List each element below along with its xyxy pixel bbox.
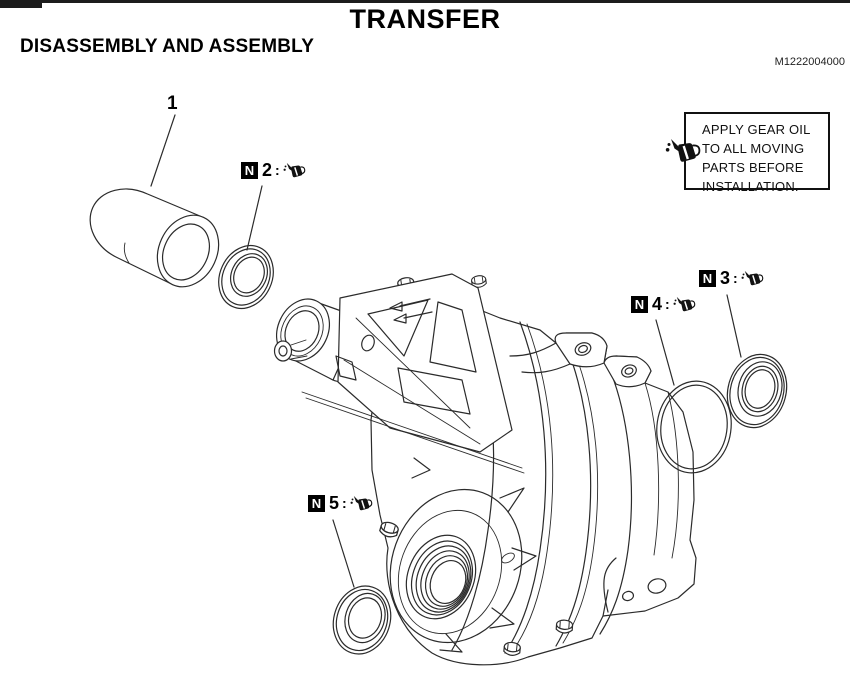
note-line: TO ALL MOVING <box>702 141 805 156</box>
n-badge: N <box>241 162 258 179</box>
section-heading: DISASSEMBLY AND ASSEMBLY <box>20 36 315 57</box>
callout-separator: : <box>275 161 280 178</box>
callout-n3: N 3 : <box>699 268 765 289</box>
page-top-rule-left <box>0 0 42 8</box>
page-top-rule <box>0 0 850 3</box>
note-line: APPLY GEAR OIL <box>702 122 811 137</box>
rear-bracket <box>602 557 667 617</box>
callout-1: 1 <box>167 93 178 115</box>
n-badge: N <box>631 296 648 313</box>
callout-number: 4 <box>652 294 663 314</box>
oil-can-icon <box>741 269 765 288</box>
mounting-lugs <box>509 332 652 388</box>
callout-number: 5 <box>329 493 340 513</box>
oil-seal-n2 <box>218 244 274 310</box>
note-line: INSTALLATION. <box>702 179 799 194</box>
oil-seal-n3 <box>726 353 788 429</box>
page-title: TRANSFER <box>349 4 501 34</box>
leader-lines <box>150 114 742 588</box>
oil-can-icon <box>673 295 697 314</box>
note-box: APPLY GEAR OIL TO ALL MOVING PARTS BEFOR… <box>684 112 830 194</box>
extension-housing <box>273 273 525 474</box>
doc-code: M1222004000 <box>774 56 845 68</box>
callout-n4: N 4 : <box>631 294 697 315</box>
callout-number: 2 <box>262 160 273 180</box>
o-ring-n4 <box>656 380 732 474</box>
note-line: PARTS BEFORE <box>702 160 804 175</box>
oil-can-icon <box>350 494 374 513</box>
callout-separator: : <box>733 269 738 286</box>
callout-number: 3 <box>720 268 731 288</box>
callout-separator: : <box>665 295 670 312</box>
oil-can-icon <box>283 161 307 180</box>
callout-n5: N 5 : <box>308 493 374 514</box>
callout-separator: : <box>342 494 347 511</box>
collar-part-1 <box>89 188 220 288</box>
callout-n2: N 2 : <box>241 160 307 181</box>
output-bore-threads <box>405 534 477 620</box>
callout-number: 1 <box>167 93 178 114</box>
pointer-arrows <box>389 298 433 324</box>
n-badge: N <box>699 270 716 287</box>
oil-seal-n5 <box>332 585 392 655</box>
n-badge: N <box>308 495 325 512</box>
note-text: APPLY GEAR OIL TO ALL MOVING PARTS BEFOR… <box>702 120 811 196</box>
oil-can-icon <box>665 136 703 166</box>
